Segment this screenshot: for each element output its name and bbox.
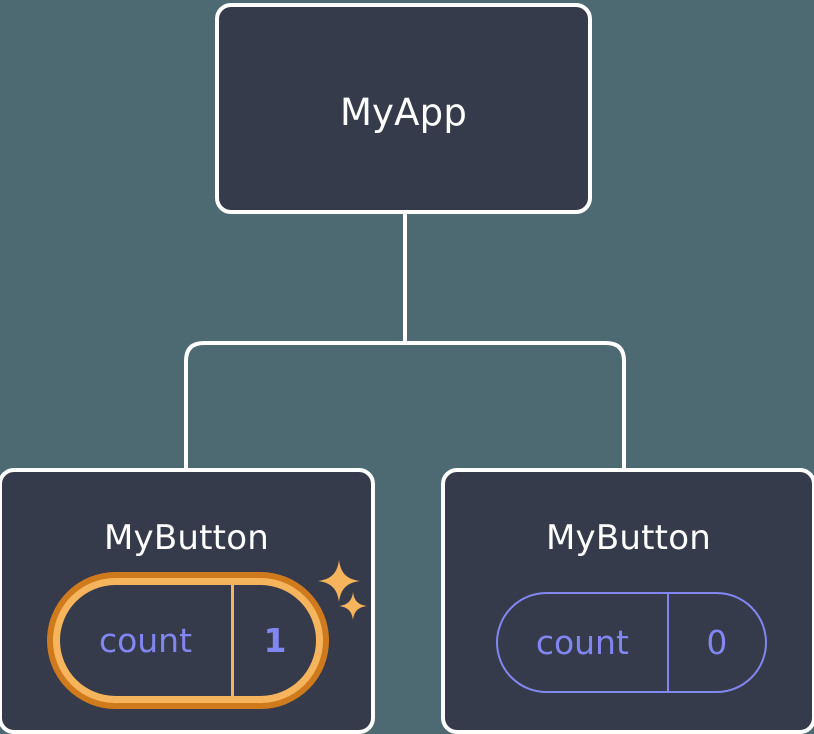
state-key-right: count (498, 594, 669, 691)
component-label-child-right: MyButton (546, 518, 711, 558)
component-node-mybutton-right[interactable]: MyButton count 0 (441, 468, 814, 734)
component-node-mybutton-left[interactable]: MyButton count 1 (0, 468, 375, 734)
component-label-child-left: MyButton (104, 518, 269, 558)
state-value-left: 1 (263, 621, 287, 660)
state-value-right: 0 (706, 623, 728, 662)
state-pill-inner: count 1 (60, 585, 316, 696)
connector-bus (184, 341, 626, 470)
state-pill-highlighted[interactable]: count 1 (47, 572, 329, 709)
state-key-left: count (60, 585, 234, 696)
component-label-root: MyApp (339, 91, 468, 134)
state-pill-plain[interactable]: count 0 (496, 592, 767, 693)
component-node-myapp[interactable]: MyApp (215, 3, 592, 214)
